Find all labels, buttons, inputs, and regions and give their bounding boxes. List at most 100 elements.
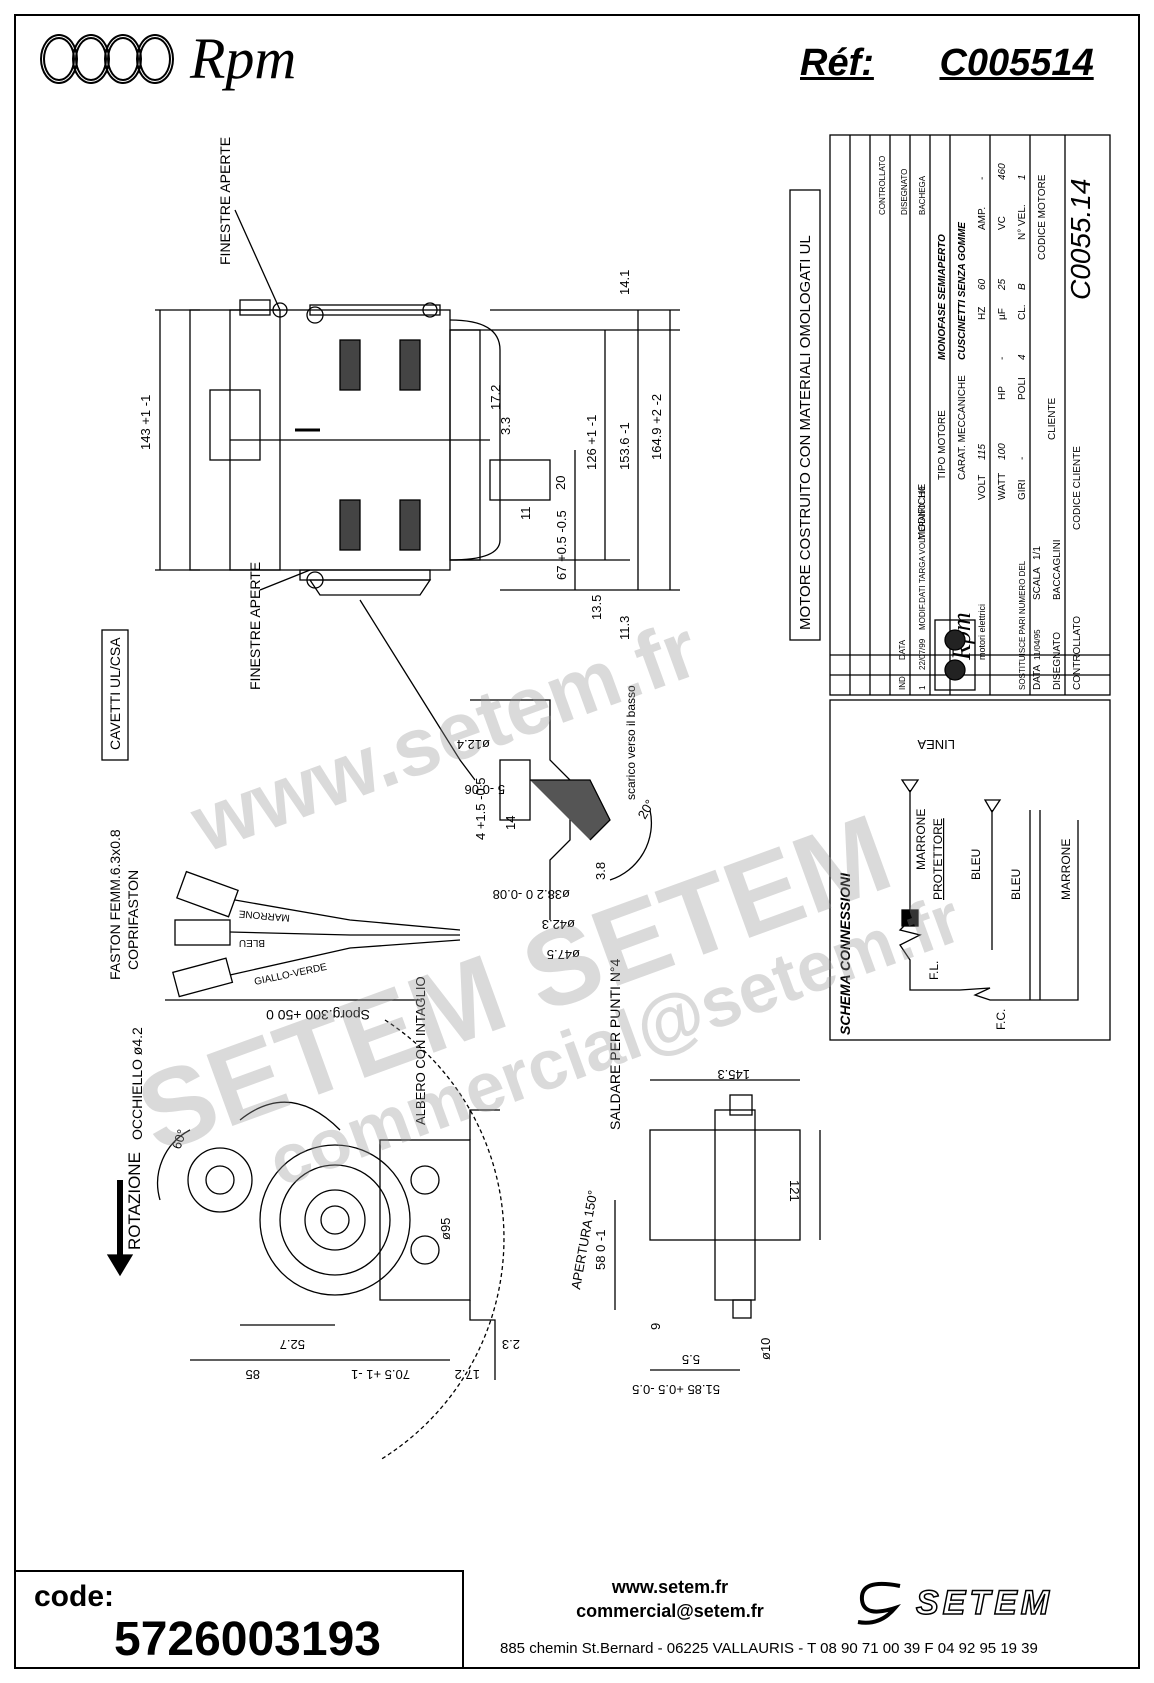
dim-3-8: 3.8 — [593, 862, 608, 880]
tb-watt: 100 — [997, 443, 1008, 460]
tb-codice-motore: C0055.14 — [1065, 179, 1096, 300]
schema-bleu1: BLEU — [969, 849, 983, 880]
dim-11: 11 — [518, 507, 533, 521]
tb-hz: 60 — [977, 278, 988, 290]
tb-cl: B — [1017, 283, 1028, 290]
tb-codice-cliente-label: CODICE CLIENTE — [1072, 446, 1083, 530]
tb-sostituisce: SOSTITUISCE PARI NUMERO DEL — [1018, 560, 1027, 690]
tb-tipo-label: TIPO MOTORE — [937, 410, 948, 480]
dim-145-3: 145.3 — [717, 1067, 750, 1082]
dim-2-3: 2.3 — [502, 1337, 520, 1352]
dim-143: 143 +1 -1 — [138, 395, 153, 450]
wire-marrone: MARRONE — [238, 908, 290, 923]
dim-14: 14 — [503, 816, 518, 830]
brand-name: Rpm — [190, 26, 297, 91]
tb-carat-value: CUSCINETTI SENZA GOMME — [957, 222, 968, 360]
tb-mod-desc: MODIF.DATI TARGA VOLT ERANO: 110 — [918, 486, 927, 630]
label-rotazione: ROTAZIONE — [125, 1152, 144, 1250]
setem-logo: SETEM — [850, 1578, 1053, 1628]
dim-52-7: 52.7 — [280, 1337, 305, 1352]
dim-95: ø95 — [438, 1218, 453, 1240]
tb-mod-date: 22/07/99 — [918, 638, 927, 670]
cable-assembly: CAVETTI UL/CSA FASTON FEMM.6.3x0.8 COPRI… — [101, 629, 461, 1140]
tb-nvel-label: N° VEL. — [1017, 204, 1028, 240]
setem-swirl-icon — [857, 1581, 901, 1625]
label-coprifaston: COPRIFASTON — [125, 870, 141, 970]
tb-amp-label: AMP. — [977, 207, 988, 230]
tb-scala: 1/1 — [1032, 546, 1043, 560]
tb-modifiche: MODIFICHE — [917, 484, 928, 540]
schema-bleu2: BLEU — [1009, 869, 1023, 900]
dim-11-3: 11.3 — [617, 616, 632, 640]
schema-fc: F.C. — [994, 1009, 1008, 1030]
tb-disegnato-label: DISEGNATO — [1052, 632, 1063, 690]
dim-4: 4 +1.5 -0.5 — [473, 777, 488, 840]
dim-20deg: 20° — [635, 797, 658, 822]
tb-vc: 460 — [997, 163, 1008, 180]
dim-67: 67 +0.5 -0.5 — [554, 510, 569, 580]
tb-uf: 25 — [997, 278, 1008, 291]
email-link[interactable]: commercial@setem.fr — [576, 1601, 764, 1621]
label-finestre-top: FINESTRE APERTE — [217, 137, 233, 265]
setem-wordmark: SETEM — [915, 1583, 1054, 1623]
dim-sporg: Sporg.300 +50 0 — [266, 1007, 370, 1023]
dim-9: 9 — [648, 1323, 663, 1330]
label-cavetti: CAVETTI UL/CSA — [107, 637, 123, 750]
tb-controllato-label: CONTROLLATO — [1072, 616, 1083, 690]
wire-giallo-verde: GIALLO-VERDE — [253, 962, 328, 988]
schema-marrone1: MARRONE — [914, 809, 928, 870]
label-faston: FASTON FEMM.6.3x0.8 — [107, 829, 123, 980]
label-albero: ALBERO CON INTAGLIO — [413, 976, 428, 1125]
technical-drawing: 143 +1 -1 126 +1 -1 153.6 -1 164.9 +2 -2… — [101, 134, 1111, 1461]
motor-front-view: 60° ø95 52.7 85 70.5 +1 -1 17.2 2.3 ROTA… — [106, 976, 600, 1461]
dim-121: 121 — [787, 1180, 802, 1202]
dim-13-5: 13.5 — [589, 595, 604, 620]
dim-3-3: 3.3 — [498, 417, 513, 435]
ul-note: MOTORE COSTRUITO CON MATERIALI OMOLOGATI… — [797, 235, 814, 630]
connection-schema: SCHEMA CONNESSIONI LINEA MARRONE PROTETT… — [829, 699, 1111, 1041]
tb-mod-ind: 1 — [918, 685, 927, 690]
schema-linea: LINEA — [917, 737, 955, 752]
dim-47-5: ø47.5 — [547, 947, 580, 962]
tb-tipo-value: MONOFASE SEMIAPERTO — [937, 234, 948, 360]
website-link[interactable]: www.setem.fr — [611, 1577, 729, 1597]
dim-17-2a: 17.2 — [488, 385, 503, 410]
reference: Réf: C005514 — [800, 42, 1094, 85]
label-occhiello: OCCHIELLO ø4.2 — [129, 1027, 145, 1140]
tb-data-value: 11/04/95 — [1033, 629, 1042, 660]
dim-38-2: ø38.2 0 -0.08 — [493, 887, 570, 902]
code-value: 5726003193 — [114, 1613, 381, 1666]
tb-volt-label: VOLT — [977, 475, 988, 500]
schema-fl: F.L. — [927, 961, 941, 980]
tb-scala-label: SCALA — [1032, 567, 1043, 600]
tb-codice-motore-label: CODICE MOTORE — [1037, 174, 1048, 260]
tb-cliente-label: CLIENTE — [1047, 397, 1058, 440]
title-block: MODIFICHE BACHEGA DISEGNATO CONTROLLATO … — [829, 134, 1111, 696]
dim-14-1: 14.1 — [617, 270, 632, 295]
tb-cl-label: CL. — [1017, 304, 1028, 320]
tb-hp: - — [997, 357, 1008, 360]
ref-label: Réf: — [800, 42, 874, 84]
tb-hz-label: HZ — [977, 307, 988, 320]
tb-vc-label: VC — [997, 216, 1008, 230]
tb-poli: 4 — [1017, 354, 1028, 360]
tb-volt: 115 — [977, 444, 988, 460]
side-view-dimensions: 143 +1 -1 126 +1 -1 153.6 -1 164.9 +2 -2… — [138, 270, 680, 640]
tb-disegnato-by: BACCAGLINI — [1052, 539, 1063, 600]
coil-logo-icon — [40, 34, 174, 84]
schema-protettore: PROTETTORE — [931, 818, 945, 900]
dim-20: 20 — [553, 476, 568, 490]
tb-uf-label: µF — [997, 308, 1008, 320]
dim-60deg: 60° — [169, 1127, 190, 1151]
label-scarico: scarico verso il basso — [624, 685, 638, 800]
bracket-view: 145.3 121 58 0 -1 9 5.5 ø10 51.85 +0.5 -… — [593, 958, 821, 1397]
dim-51-85: 51.85 +0.5 -0.5 — [632, 1382, 720, 1397]
page-frame — [14, 14, 1140, 1669]
tb-poli-label: POLI — [1017, 377, 1028, 400]
dim-5-5: 5.5 — [682, 1352, 700, 1367]
label-saldare: SALDARE PER PUNTI N°4 — [607, 958, 623, 1130]
dim-70-5: 70.5 +1 -1 — [351, 1367, 410, 1382]
tb-giri: - — [1017, 457, 1028, 460]
tb-watt-label: WATT — [997, 473, 1008, 500]
tb-giri-label: GIRI — [1017, 479, 1028, 500]
